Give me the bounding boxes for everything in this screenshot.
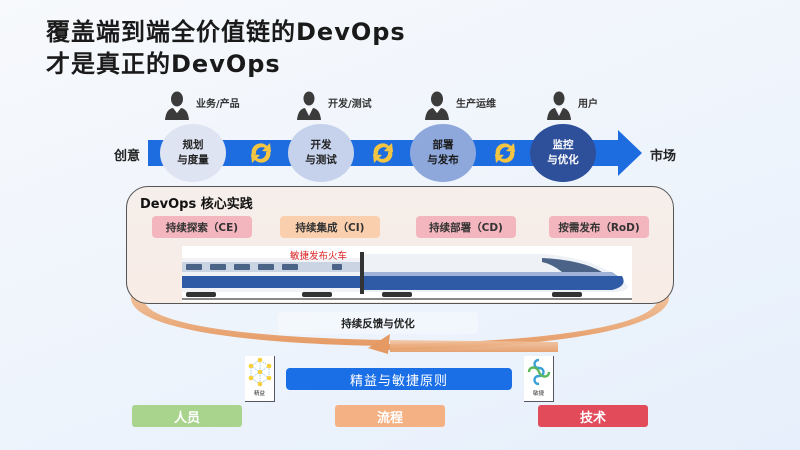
practice-continuous-integration: 持续集成（CI)	[280, 216, 380, 238]
stage-label: 开发 与测试	[305, 139, 337, 166]
stage-label: 监控 与优化	[547, 139, 579, 166]
lean-agile-principles: 精益与敏捷原则	[286, 368, 512, 390]
lean-network-icon	[248, 357, 271, 387]
title-line-2: 才是真正的DevOps	[46, 50, 281, 78]
arrow-head-icon	[618, 130, 642, 176]
pillar-label: 人员	[173, 410, 200, 426]
page-title: 覆盖端到端全价值链的DevOps 才是真正的DevOps	[46, 16, 406, 80]
sync-icon	[373, 143, 393, 163]
agile-card: 敏捷	[524, 356, 554, 402]
pillar-technology: 技术	[538, 405, 648, 427]
principle-label: 精益与敏捷原则	[349, 373, 448, 389]
person-female-icon	[425, 91, 449, 120]
core-practices-title: DevOps 核心实践	[140, 197, 253, 212]
stage-dev-test: 开发 与测试	[288, 124, 354, 182]
person-female-icon	[165, 91, 189, 120]
pillar-label: 技术	[579, 410, 606, 426]
practice-label: 持续部署（CD)	[429, 221, 503, 234]
role-label: 用户	[578, 98, 598, 110]
role-operations: 生产运维	[424, 90, 496, 120]
role-label: 生产运维	[456, 98, 496, 110]
practice-continuous-exploration: 持续探索（CE)	[152, 216, 252, 238]
train-icon	[182, 252, 632, 300]
stage-monitor-optimize: 监控 与优化	[530, 124, 596, 182]
stage-plan-measure: 规划 与度量	[160, 124, 226, 182]
agile-loop-icon	[527, 358, 550, 386]
role-dev-test: 开发/测试	[296, 90, 372, 120]
role-label: 业务/产品	[196, 98, 240, 110]
person-male-icon	[297, 91, 321, 120]
practice-label: 持续集成（CI)	[295, 221, 365, 234]
person-male-icon	[547, 91, 571, 120]
feedback-loop-arrow	[130, 292, 670, 354]
pillar-label: 流程	[376, 410, 403, 426]
agile-caption: 敏捷	[532, 391, 544, 397]
role-user: 用户	[546, 90, 598, 120]
stage-deploy-release: 部署 与发布	[410, 124, 476, 182]
title-line-1: 覆盖端到端全价值链的DevOps	[46, 18, 406, 46]
stage-label: 规划 与度量	[177, 139, 209, 166]
train-label: 敏捷发布火车	[290, 251, 348, 262]
sync-icon	[251, 143, 271, 163]
flow-start-label: 创意	[114, 149, 141, 164]
practice-continuous-deployment: 持续部署（CD)	[416, 216, 516, 238]
pillar-process: 流程	[335, 405, 445, 427]
pillar-people: 人员	[132, 405, 242, 427]
practice-release-on-demand: 按需发布（RoD)	[549, 216, 649, 238]
feedback-label: 持续反馈与优化	[278, 312, 478, 334]
practice-label: 按需发布（RoD)	[558, 221, 640, 234]
agile-release-train-image	[182, 246, 632, 302]
stage-label: 部署 与发布	[427, 139, 459, 166]
flow-end-label: 市场	[650, 149, 677, 164]
lean-caption: 精益	[253, 391, 265, 397]
practice-label: 持续探索（CE)	[165, 221, 239, 234]
role-label: 开发/测试	[328, 98, 372, 110]
lean-card: 精益	[245, 356, 275, 402]
role-business-product: 业务/产品	[164, 90, 240, 120]
sync-icon	[495, 143, 515, 163]
